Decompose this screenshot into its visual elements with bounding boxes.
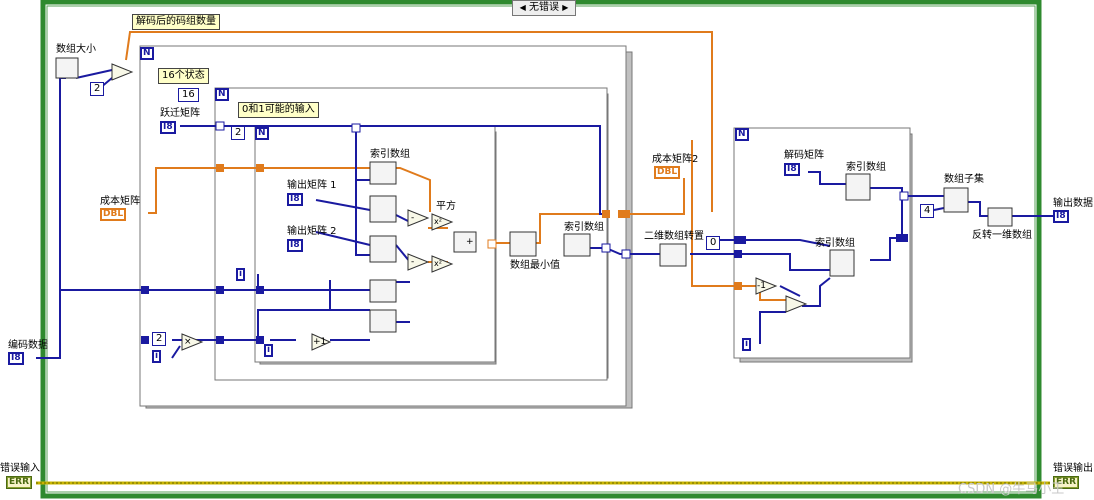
transition-matrix-terminal[interactable]: I8 (160, 121, 176, 134)
index-array-label-1: 索引数组 (370, 149, 410, 160)
index-array-label-4: 索引数组 (815, 238, 855, 249)
loop-count-outer[interactable]: N (140, 47, 154, 60)
loop-iteration-outer: i (152, 350, 162, 363)
cost-matrix-2-label: 成本矩阵2 (652, 154, 699, 165)
output-matrix-2-label: 输出矩阵 2 (287, 226, 337, 237)
decode-matrix-terminal[interactable]: I8 (784, 163, 800, 176)
possible-inputs-label: 0和1可能的输入 (238, 102, 319, 118)
case-selector-value: 无错误 (529, 2, 559, 13)
case-prev-arrow[interactable]: ◀ (519, 3, 526, 12)
output-matrix-1-label: 输出矩阵 1 (287, 180, 337, 191)
square-op-2: x² (434, 259, 442, 268)
transition-matrix-label: 跃迁矩阵 (160, 108, 200, 119)
square-op-1: x² (434, 217, 442, 226)
array-min-label: 数组最小值 (510, 260, 560, 271)
index-array-label-3: 索引数组 (846, 162, 886, 173)
index-array-label-2: 索引数组 (564, 222, 604, 233)
increment-op: +1 (313, 337, 327, 347)
cost-matrix-label: 成本矩阵 (100, 196, 140, 207)
decode-matrix-label: 解码矩阵 (784, 150, 824, 161)
subtract-op-1: - (411, 213, 415, 223)
transpose-2d-label: 二维数组转置 (644, 231, 704, 242)
output-data-terminal[interactable]: I8 (1053, 210, 1069, 223)
tunnels (141, 121, 909, 344)
cost-matrix-2-terminal[interactable]: DBL (654, 166, 681, 179)
triangle-nodes (111, 63, 808, 351)
error-in-label: 错误输入 (0, 463, 40, 474)
loop-iteration-middle: i (236, 268, 246, 281)
error-in-terminal[interactable]: ERR (6, 476, 33, 489)
case-selector[interactable]: ◀ 无错误 ▶ (512, 0, 576, 16)
output-matrix-2-terminal[interactable]: I8 (287, 239, 303, 252)
cost-matrix-terminal[interactable]: DBL (100, 208, 127, 221)
multiply-op: × (184, 337, 192, 347)
encoded-data-terminal[interactable]: I8 (8, 352, 24, 365)
loop-iteration-right: i (742, 338, 752, 351)
encoded-data-label: 编码数据 (8, 340, 48, 351)
error-out-label: 错误输出 (1053, 463, 1093, 474)
output-data-label: 输出数据 (1053, 198, 1093, 209)
states16-label: 16个状态 (158, 68, 209, 84)
add-op: + (466, 237, 474, 247)
constant-2-mult[interactable]: 2 (152, 332, 167, 346)
watermark: CSDN @牛马小王 (958, 482, 1065, 497)
constant-4[interactable]: 4 (920, 204, 935, 218)
array-subset-label: 数组子集 (944, 174, 984, 185)
decoded-count-label: 解码后的码组数量 (132, 14, 220, 30)
constant-0[interactable]: 0 (706, 236, 721, 250)
square-label: 平方 (436, 201, 456, 212)
case-next-arrow[interactable]: ▶ (562, 3, 569, 12)
function-nodes (55, 57, 1013, 333)
loop-iteration-inner: i (264, 344, 274, 357)
constant-2-top[interactable]: 2 (90, 82, 105, 96)
loop-count-inner[interactable]: N (255, 127, 269, 140)
reverse-1d-label: 反转一维数组 (972, 230, 1032, 241)
array-size-label: 数组大小 (56, 44, 96, 55)
for-loop-right (733, 127, 911, 359)
error-out-terminal[interactable]: ERR (1053, 476, 1080, 489)
constant-2-inner[interactable]: 2 (231, 126, 246, 140)
loop-count-middle[interactable]: N (215, 88, 229, 101)
constant-16[interactable]: 16 (178, 88, 199, 102)
output-matrix-1-terminal[interactable]: I8 (287, 193, 303, 206)
loop-count-right[interactable]: N (735, 128, 749, 141)
subtract-op-2: - (411, 257, 415, 267)
decrement-op: -1 (757, 281, 766, 291)
